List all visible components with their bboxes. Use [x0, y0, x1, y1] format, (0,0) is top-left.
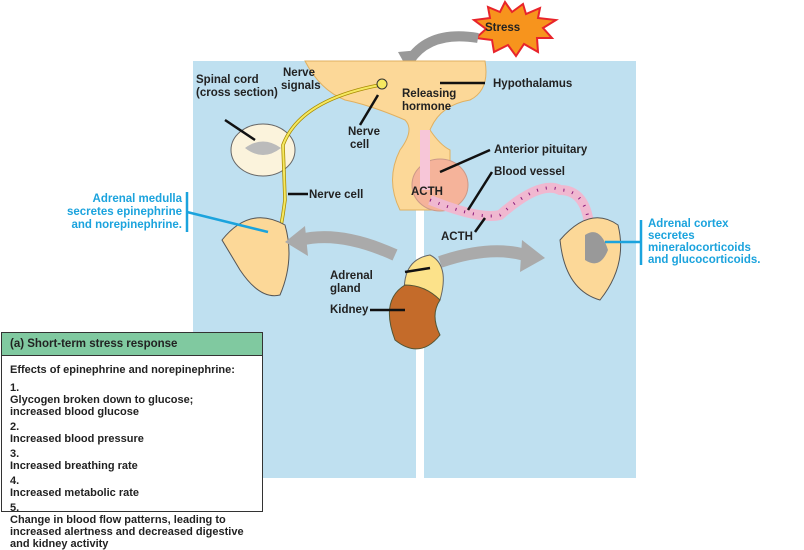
blood-vessel [428, 182, 595, 241]
leader-lines [224, 81, 494, 312]
arrowhead-to-cortex [520, 240, 545, 272]
effects-list: 1.Glycogen broken down to glucose; incre… [2, 382, 262, 550]
item-text: Glycogen broken down to glucose; increas… [10, 394, 194, 418]
item-number: 4. [10, 475, 20, 487]
stress-label: Stress [485, 22, 520, 34]
label-acth-pituitary: ACTH [411, 186, 443, 198]
adrenal-medulla-illustration [221, 217, 290, 297]
kidney [388, 284, 441, 350]
label-acth-vessel: ACTH [441, 231, 473, 243]
list-item: 4.Increased metabolic rate [10, 475, 254, 499]
caption-brackets [185, 192, 643, 265]
arrow-to-cortex [438, 245, 527, 268]
list-item: 1.Glycogen broken down to glucose; incre… [10, 382, 254, 418]
arrowhead-to-medulla [285, 226, 308, 256]
label-nerve-cell: Nerve cell [309, 189, 363, 201]
spinal-cord-gray-matter [245, 141, 281, 155]
stress-arrowhead [398, 50, 420, 70]
arrow-to-medulla [298, 231, 398, 261]
list-item: 5.Change in blood flow patterns, leading… [10, 502, 254, 550]
stress-burst-icon [471, 0, 560, 58]
label-anterior-pituitary: Anterior pituitary [494, 144, 588, 156]
item-text: Increased metabolic rate [10, 487, 140, 499]
label-kidney: Kidney [330, 304, 369, 316]
adrenal-cortex-inner [585, 232, 608, 264]
item-text: Increased blood pressure [10, 433, 144, 445]
label-spinal-cord: Spinal cord(cross section) [196, 74, 278, 99]
box-subtitle: Effects of epinephrine and norepinephrin… [10, 364, 235, 376]
list-item: 2.Increased blood pressure [10, 421, 254, 445]
short-term-response-box: (a) Short-term stress response Effects o… [1, 332, 263, 550]
item-number: 2. [10, 421, 20, 433]
item-number: 1. [10, 382, 20, 394]
box-title: (a) Short-term stress response [2, 333, 262, 356]
item-number: 3. [10, 448, 20, 460]
nerve-cell-body [376, 78, 388, 90]
label-hypothalamus: Hypothalamus [493, 78, 572, 90]
item-number: 5. [10, 502, 20, 514]
portal-vessel [420, 130, 430, 190]
item-text: Change in blood flow patterns, leading t… [10, 514, 244, 550]
list-item: 3.Increased breathing rate [10, 448, 254, 472]
stress-arrow [405, 31, 479, 64]
label-blood-vessel: Blood vessel [494, 166, 565, 178]
stress-response-diagram: Stress Spinal cord(cross sec [67, 0, 760, 478]
item-text: Increased breathing rate [10, 460, 138, 472]
